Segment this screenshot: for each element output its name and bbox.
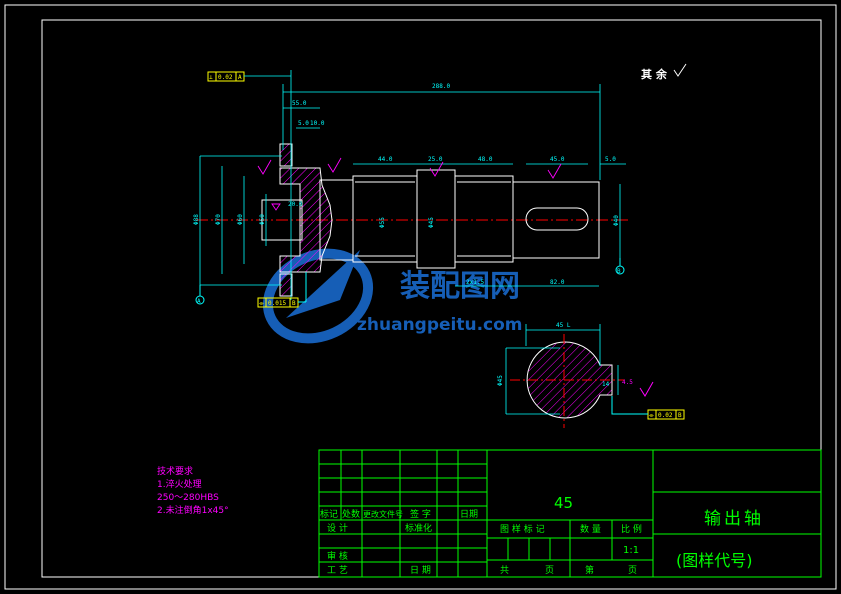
tolerance-frame-3: ⌯ 0.02 B: [611, 396, 685, 420]
svg-text:⊥: ⊥: [209, 74, 213, 81]
tb-zones: 处数: [342, 508, 360, 520]
tb-part-name: 输出轴: [704, 509, 764, 529]
section-dim-key: 14: [602, 381, 610, 388]
dim-keyway: 20.0: [288, 201, 303, 208]
tolerance-frame-1: ⊥ 0.02 A: [207, 71, 291, 82]
tb-sign: 签 字: [410, 508, 431, 520]
shaft-main-view: 288.0 55.0 5.0 10.0 44.0 25.0 48.0 45.0 …: [193, 70, 628, 305]
dim-overall: 288.0: [432, 83, 450, 90]
datum-a-marker: A: [195, 285, 205, 305]
watermark: 装配图网 zhuangpeitu.com: [262, 248, 523, 344]
svg-text:B: B: [292, 300, 296, 307]
section-dim-dia: Φ45: [497, 375, 504, 386]
dim-d9: 2x1.5: [466, 279, 484, 286]
tb-total: 共: [500, 565, 509, 576]
tech-req-item-3: 2.未注倒角1x45°: [157, 504, 229, 516]
dim-d4: 44.0: [378, 156, 393, 163]
dim-d6: 48.0: [478, 156, 493, 163]
dim-d7: 45.0: [550, 156, 565, 163]
shaft-seg-5: [512, 181, 600, 259]
tb-page: 页: [545, 565, 554, 576]
datum-b-label: B: [617, 268, 621, 275]
dim-d1: 55.0: [292, 100, 307, 107]
tb-date: 日期: [460, 509, 478, 520]
svg-text:B: B: [678, 412, 682, 419]
watermark-brand: 装配图网: [400, 269, 520, 304]
title-block: [318, 449, 822, 578]
section-dim-top: 45 L: [556, 322, 571, 329]
svg-text:0.02: 0.02: [218, 74, 233, 81]
dim-d10: 82.0: [550, 279, 565, 286]
tolerance-frame-2: ⌯ 0.015 B: [257, 272, 307, 308]
dim-d3: 10.0: [310, 120, 325, 127]
dim-d8: 5.0: [605, 156, 616, 163]
dim-dia6: Φ45: [428, 217, 435, 228]
outer-frame: [4, 4, 837, 590]
tb-change-doc: 更改文件号: [363, 509, 403, 519]
keyway-slot: [525, 207, 589, 231]
tb-review: 审 核: [327, 550, 348, 562]
dim-dia2: Φ70: [215, 214, 222, 225]
tb-drawing-no: (图样代号): [676, 551, 753, 570]
dim-dia7: Φ40: [613, 215, 620, 226]
tb-date2: 日 期: [410, 565, 431, 576]
shaft-seg-4: [454, 175, 514, 263]
roughness-note: 其 余: [641, 63, 687, 81]
tb-weight: 数 量: [580, 523, 601, 535]
dim-dia1: Φ88: [193, 214, 200, 225]
tb-sheet: 第: [585, 564, 594, 576]
tb-material: 45: [554, 494, 573, 512]
dim-dia4: Φ50: [259, 214, 266, 225]
shaft-seg-3: [416, 169, 456, 269]
tech-req-item-1: 1.淬火处理: [157, 478, 202, 490]
flange-section: [279, 167, 333, 273]
svg-text:⌯: ⌯: [649, 412, 654, 419]
tb-sample-mark: 图 样 标 记: [500, 523, 545, 535]
svg-text:⌯: ⌯: [259, 300, 264, 307]
tb-scale: 1:1: [623, 545, 639, 556]
section-view: 45 L Φ45 14 4.5: [497, 322, 654, 428]
tb-mark: 标记: [320, 508, 338, 520]
datum-a-label: A: [197, 298, 201, 305]
tech-req-title: 技术要求: [157, 465, 193, 477]
roughness-note-text: 其 余: [641, 67, 668, 81]
tb-ratio: 比 例: [621, 523, 642, 535]
datum-b-marker: B: [615, 258, 625, 275]
watermark-url: zhuangpeitu.com: [357, 315, 523, 335]
dim-dia5: Φ55: [379, 217, 386, 228]
dim-d5: 25.0: [428, 156, 443, 163]
tb-process: 工 艺: [327, 565, 348, 576]
svg-text:0.015: 0.015: [268, 300, 286, 307]
svg-text:0.02: 0.02: [658, 412, 673, 419]
tech-req-item-2: 250～280HBS: [157, 493, 219, 503]
technical-requirements: 技术要求 1.淬火处理 250～280HBS 2.未注倒角1x45°: [157, 465, 229, 516]
tb-design: 设 计: [327, 522, 348, 534]
tb-page2: 页: [628, 565, 637, 576]
dim-d2: 5.0: [298, 120, 309, 127]
svg-text:A: A: [238, 74, 242, 81]
dim-dia3: Φ60: [237, 214, 244, 225]
tb-standardize: 标准化: [405, 522, 432, 534]
section-dim-depth: 4.5: [622, 379, 633, 386]
